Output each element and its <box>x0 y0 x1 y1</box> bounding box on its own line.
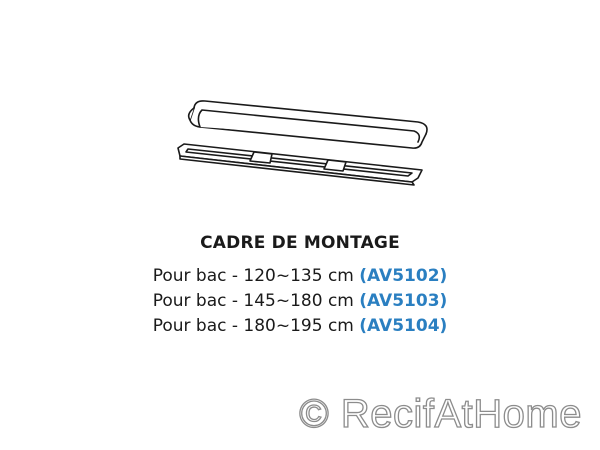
mounting-frame-drawing-icon <box>177 100 428 186</box>
product-code: (AV5102) <box>359 266 448 286</box>
product-code: (AV5104) <box>359 316 448 336</box>
size-item: Pour bac - 145~180 cm (AV5103) <box>0 289 600 314</box>
bottom-frame-crossbar-right <box>323 159 347 172</box>
copyright-watermark: © RecifAtHome <box>299 391 583 436</box>
product-code: (AV5103) <box>359 291 448 311</box>
size-label: Pour bac - 180~195 cm <box>152 316 354 336</box>
size-label: Pour bac - 145~180 cm <box>152 291 354 311</box>
top-rail-end-cap <box>187 107 195 121</box>
bottom-frame-crossbar-left <box>249 151 273 164</box>
bottom-frame-front-lip <box>179 155 415 186</box>
size-list: Pour bac - 120~135 cm (AV5102) Pour bac … <box>0 264 600 339</box>
product-title: CADRE DE MONTAGE <box>200 233 400 253</box>
size-item: Pour bac - 120~135 cm (AV5102) <box>0 264 600 289</box>
top-rail-front-edge <box>197 109 421 143</box>
size-item: Pour bac - 180~195 cm (AV5104) <box>0 314 600 339</box>
size-label: Pour bac - 120~135 cm <box>152 266 354 286</box>
